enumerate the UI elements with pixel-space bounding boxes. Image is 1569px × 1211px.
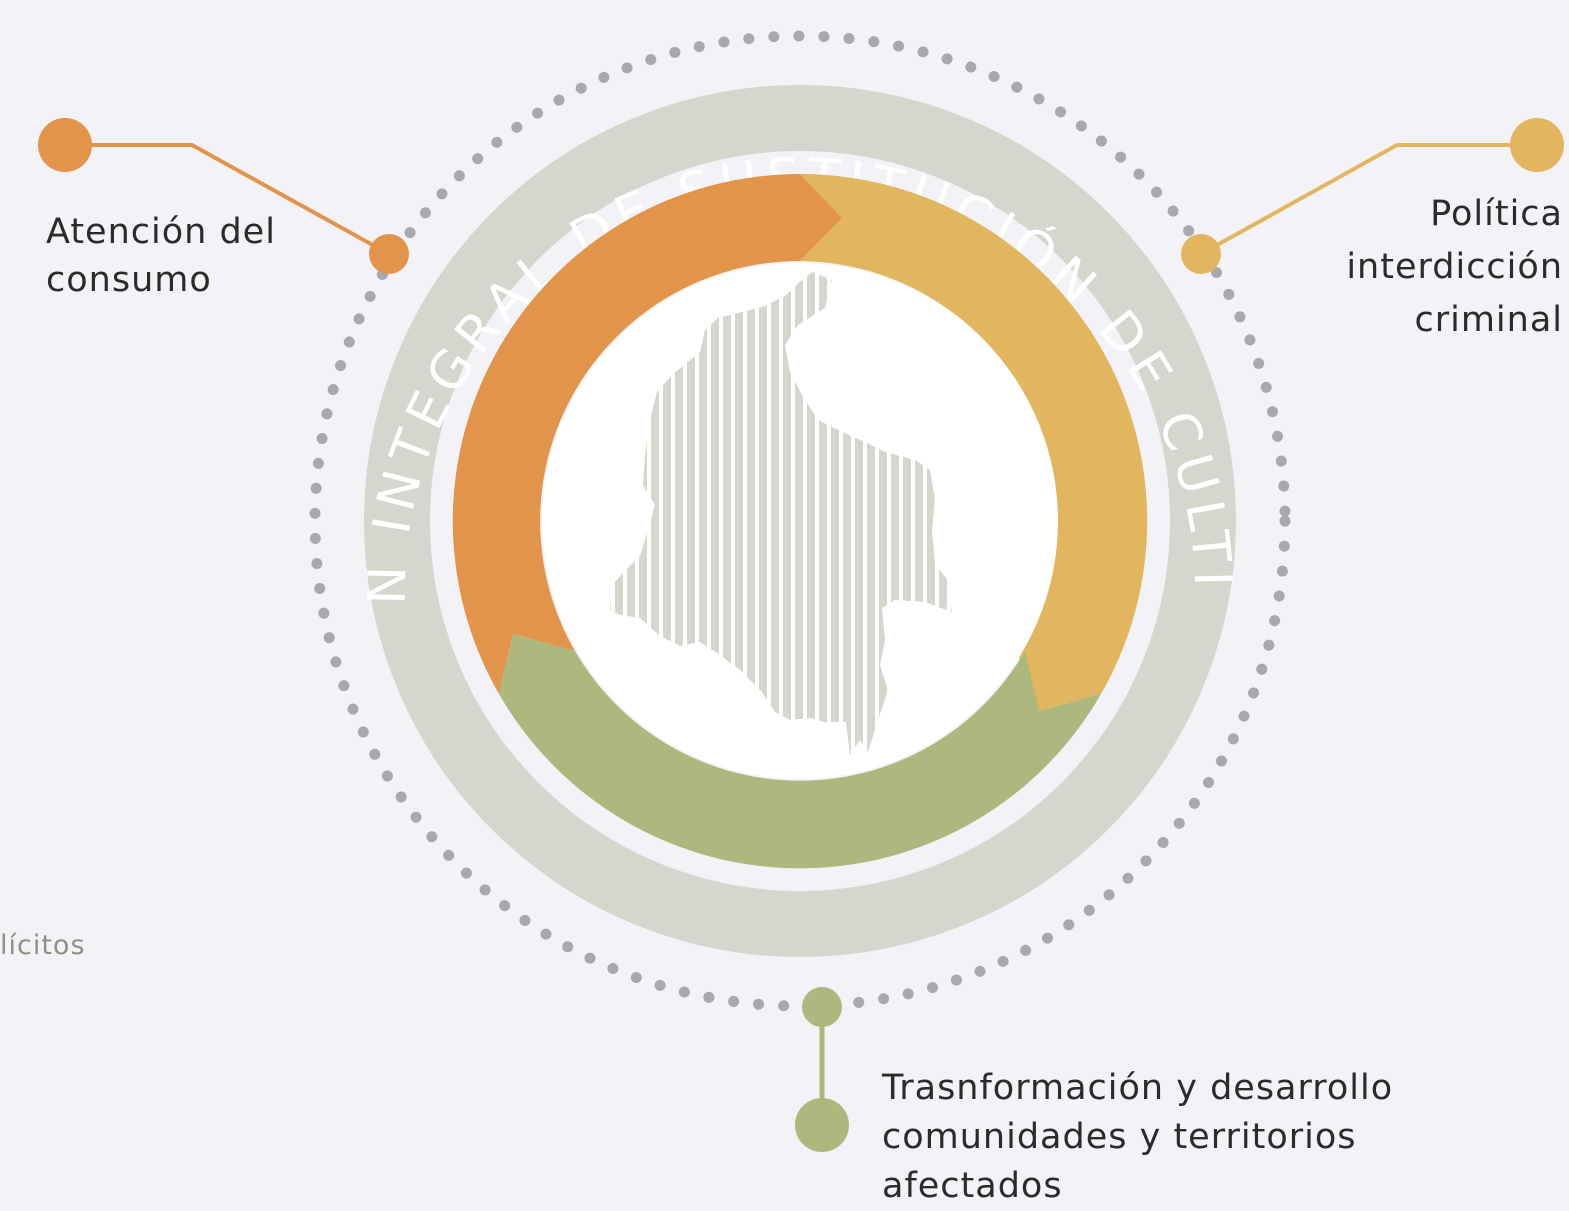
segment-green <box>499 634 1101 869</box>
map-stripe <box>903 272 911 755</box>
map-stripe <box>855 272 863 755</box>
map-stripe <box>699 272 707 755</box>
node-bottom-inner <box>802 987 842 1027</box>
map-stripe <box>711 272 719 755</box>
map-stripe <box>723 272 731 755</box>
connector-right <box>1200 143 1537 256</box>
map-stripe <box>663 272 671 755</box>
map-stripe <box>879 272 887 755</box>
node-right-outer <box>1510 118 1564 172</box>
map-stripe <box>675 272 683 755</box>
node-left-inner <box>369 234 409 274</box>
map-stripe <box>867 272 875 755</box>
node-right-inner <box>1181 234 1221 274</box>
label-transformacion-desarrollo: Trasnformación y desarrollo comunidades … <box>882 1068 1394 1206</box>
label-atencion-consumo: Atención del consumo <box>46 212 276 300</box>
dotted-orbit <box>309 30 1291 1012</box>
map-stripe <box>687 272 695 755</box>
map-stripe <box>759 272 767 755</box>
label-politica-interdiccion: Política interdicción criminal <box>1346 194 1563 340</box>
map-stripe <box>819 272 827 755</box>
map-stripe <box>831 272 839 755</box>
map-stripe <box>651 272 659 755</box>
node-left-outer <box>38 118 92 172</box>
map-stripe <box>807 272 815 755</box>
map-stripe <box>735 272 743 755</box>
node-bottom-outer <box>795 1098 849 1152</box>
map-stripe <box>771 272 779 755</box>
map-stripe <box>747 272 755 755</box>
map-stripe <box>795 272 803 755</box>
segment-orange <box>452 173 842 695</box>
partial-label-left: lícitos <box>0 930 86 961</box>
map-stripe <box>927 272 935 755</box>
connector-left <box>65 143 390 256</box>
map-stripe <box>843 272 851 755</box>
segment-yellow <box>800 173 1148 712</box>
map-stripe <box>783 272 791 755</box>
map-stripe <box>915 272 923 755</box>
map-stripe <box>891 272 899 755</box>
title-ring <box>364 85 1236 957</box>
